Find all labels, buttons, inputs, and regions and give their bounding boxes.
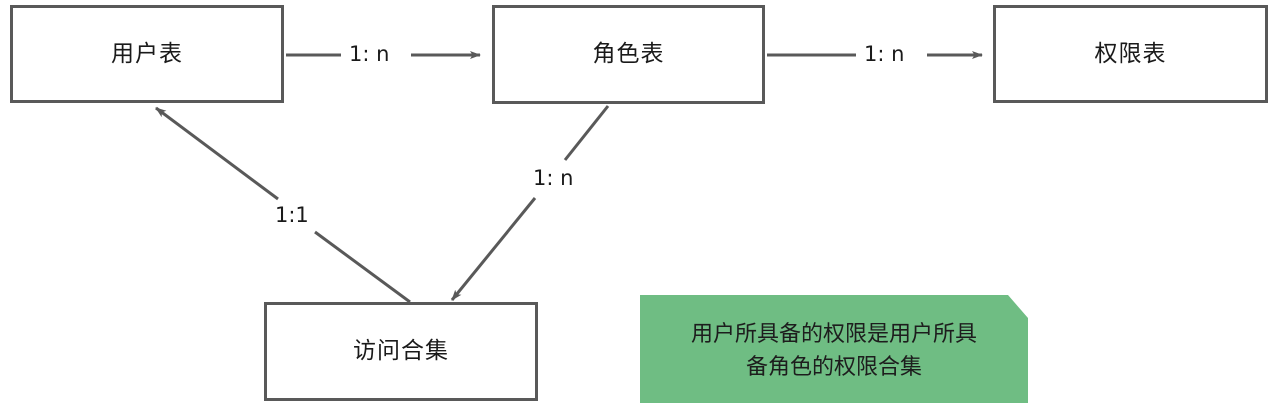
- entity-box-permission[interactable]: 权限表: [993, 5, 1268, 103]
- entity-label-role: 角色表: [592, 41, 665, 67]
- annotation-note: 用户所具备的权限是用户所具 备角色的权限合集: [640, 295, 1028, 403]
- annotation-note-line-2: 备角色的权限合集: [745, 355, 922, 380]
- entity-box-user[interactable]: 用户表: [10, 5, 284, 103]
- connector-role-access: [450, 105, 610, 301]
- entity-label-permission: 权限表: [1094, 40, 1167, 67]
- entity-label-user: 用户表: [111, 40, 183, 67]
- edge-label-role-access-collection: 1: n: [533, 166, 574, 190]
- edge-label-user-role: 1: n: [349, 42, 390, 66]
- entity-box-access-collection[interactable]: 访问合集: [264, 302, 538, 401]
- connector-access-user: [155, 106, 411, 304]
- edge-label-access-collection-user: 1:1: [275, 203, 309, 227]
- entity-label-access-collection: 访问合集: [353, 338, 449, 364]
- edge-label-role-permission: 1: n: [864, 42, 905, 66]
- entity-box-role[interactable]: 角色表: [492, 5, 765, 104]
- annotation-note-line-1: 用户所具备的权限是用户所具: [690, 321, 977, 347]
